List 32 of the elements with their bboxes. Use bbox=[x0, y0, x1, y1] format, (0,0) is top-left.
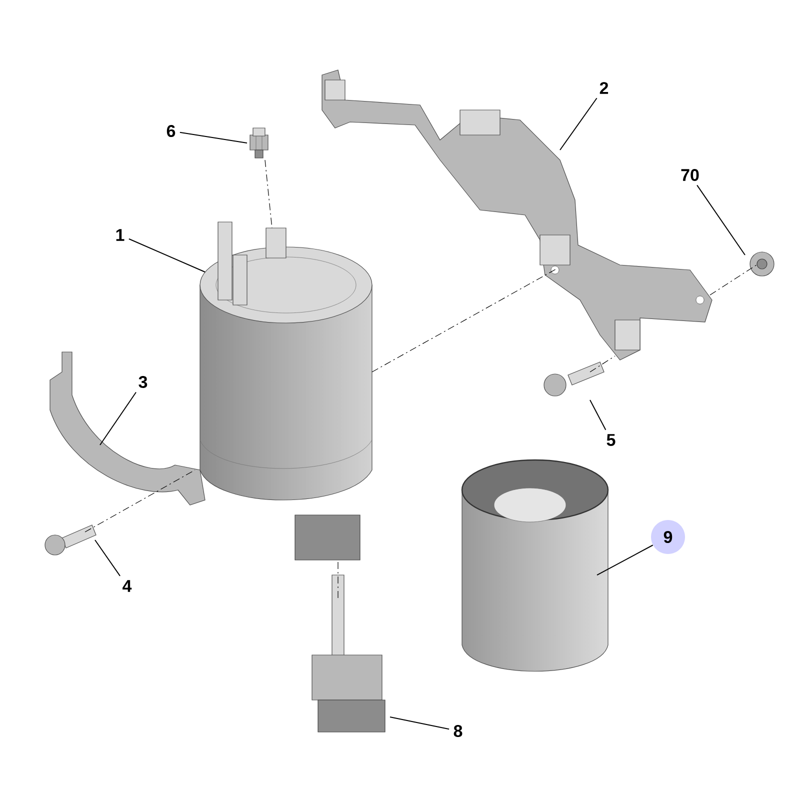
leader-line bbox=[100, 392, 137, 446]
centre-line bbox=[264, 160, 272, 228]
centre-line bbox=[590, 356, 616, 372]
callout-number: 70 bbox=[681, 168, 699, 182]
leader-line bbox=[696, 184, 746, 256]
callout-number: 1 bbox=[116, 229, 124, 241]
callout-number: 4 bbox=[122, 580, 132, 592]
nut-drawing bbox=[750, 252, 774, 276]
leader-line bbox=[596, 544, 654, 576]
sensor-connector-drawing bbox=[312, 574, 386, 732]
centre-line bbox=[710, 264, 758, 296]
callout-number: 5 bbox=[606, 434, 616, 446]
leader-line bbox=[179, 132, 248, 144]
callout-number: 8 bbox=[454, 725, 462, 738]
bolt-drawing bbox=[44, 524, 96, 556]
leader-line bbox=[560, 98, 598, 150]
bolt-drawing bbox=[544, 362, 604, 396]
sensor-drawing bbox=[250, 128, 268, 158]
centre-line bbox=[372, 268, 558, 372]
callout-number: 2 bbox=[600, 82, 608, 94]
bracket-drawing bbox=[322, 70, 712, 360]
callout-number: 6 bbox=[166, 124, 176, 138]
callout-number: 3 bbox=[138, 376, 148, 388]
leader-line bbox=[94, 540, 121, 576]
leader-line bbox=[128, 238, 206, 272]
callout-number: 9 bbox=[651, 520, 685, 554]
strap-drawing bbox=[50, 352, 206, 506]
leader-line bbox=[590, 400, 606, 430]
centre-line bbox=[84, 470, 196, 532]
filter-drawing bbox=[200, 222, 372, 560]
leader-line bbox=[390, 716, 450, 730]
filter-cartridge-drawing bbox=[461, 459, 609, 672]
